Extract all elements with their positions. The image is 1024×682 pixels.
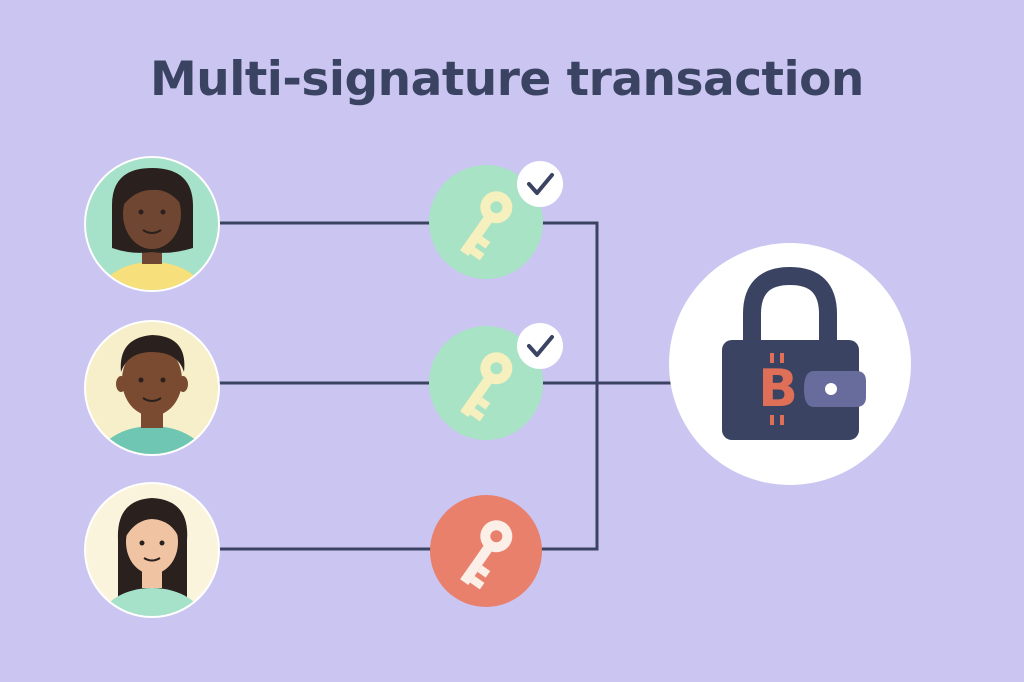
wallet-clasp-button bbox=[825, 383, 837, 395]
check-badge-2 bbox=[517, 323, 563, 369]
connector-key1-bus bbox=[540, 221, 599, 551]
key-1-signed bbox=[429, 161, 563, 279]
avatar-3-face bbox=[126, 510, 178, 574]
key-icon bbox=[460, 520, 513, 590]
check-icon bbox=[527, 335, 554, 357]
key-3-unsigned bbox=[430, 495, 542, 607]
avatar-3-fringe bbox=[124, 508, 180, 540]
key-2-signed bbox=[429, 323, 563, 440]
participant-2-avatar bbox=[84, 320, 220, 456]
participant-1-avatar bbox=[84, 156, 220, 292]
avatar-2-shirt bbox=[97, 426, 207, 454]
key-icon bbox=[460, 352, 513, 422]
avatar-1-hair-top bbox=[121, 176, 184, 208]
wallet-body bbox=[722, 340, 859, 440]
avatar-2-hair bbox=[120, 335, 185, 372]
svg-text:B: B bbox=[758, 359, 798, 419]
check-icon bbox=[527, 173, 554, 195]
participant-3-avatar bbox=[84, 482, 220, 618]
avatar-1-shirt bbox=[97, 262, 207, 290]
diagram-title: Multi-signature transaction bbox=[150, 52, 864, 107]
avatar-2-face bbox=[122, 344, 182, 416]
connector-lines bbox=[218, 221, 672, 551]
bitcoin-symbol-icon: B bbox=[758, 353, 798, 425]
bitcoin-padlock-wallet-icon: B bbox=[669, 243, 911, 485]
padlock-shackle-icon bbox=[743, 266, 837, 346]
avatar-3-shirt bbox=[100, 588, 204, 616]
avatar-1-face bbox=[123, 179, 181, 249]
key-icon bbox=[460, 191, 513, 261]
check-badge-1 bbox=[517, 161, 563, 207]
